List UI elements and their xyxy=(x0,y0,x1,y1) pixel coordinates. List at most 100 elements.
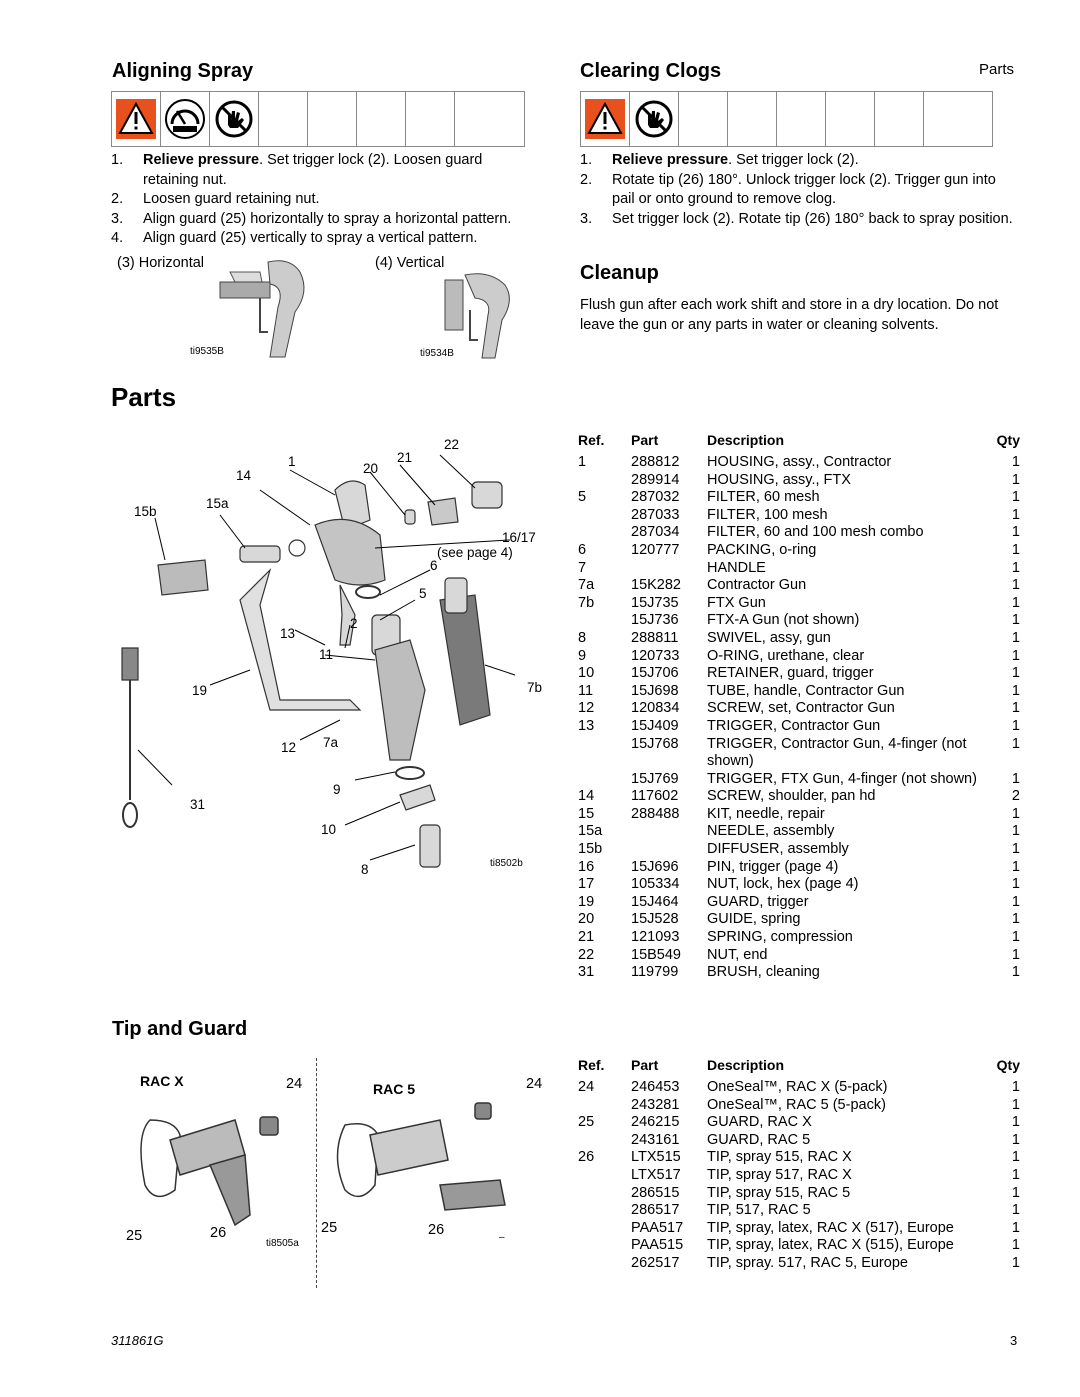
part-cell: 15J464 xyxy=(631,893,679,910)
callout-10: 10 xyxy=(321,822,337,837)
description-cell: KIT, needle, repair xyxy=(707,805,825,822)
ref-cell: 11 xyxy=(578,682,594,699)
qty-cell: 1 xyxy=(1011,471,1020,488)
cleanup-title: Cleanup xyxy=(580,262,659,284)
part-cell: 286517 xyxy=(631,1202,680,1219)
qty-cell: 1 xyxy=(1011,1166,1020,1183)
step-item: 1.Relieve pressure. Set trigger lock (2)… xyxy=(580,152,859,168)
warning-cell xyxy=(826,92,875,146)
callout-x24: 24 xyxy=(286,1076,303,1092)
ref-cell: 24 xyxy=(578,1079,595,1095)
clearing-steps: 1.Relieve pressure. Set trigger lock (2)… xyxy=(580,151,1020,229)
description-cell: GUIDE, spring xyxy=(707,911,801,928)
fig-vertical-label: (4) Vertical xyxy=(375,255,445,271)
no-hand-icon xyxy=(210,92,259,146)
description-cell: HOUSING, assy., Contractor xyxy=(707,454,892,470)
qty-cell: 1 xyxy=(1011,1114,1020,1131)
footer-page-number: 3 xyxy=(1010,1333,1018,1348)
description-cell: TRIGGER, FTX Gun, 4-finger (not shown) xyxy=(707,770,977,787)
qty-cell: 1 xyxy=(1011,700,1020,717)
part-cell: 120733 xyxy=(631,647,680,664)
qty-cell: 1 xyxy=(1011,665,1020,682)
cleanup-text: Flush gun after each work shift and stor… xyxy=(580,297,999,333)
ref-cell xyxy=(578,1255,631,1273)
divider xyxy=(316,1058,317,1288)
figure-dash: – xyxy=(499,1232,505,1243)
rac-5-label: RAC 5 xyxy=(373,1081,416,1097)
pressure-gauge-icon xyxy=(161,92,210,146)
table-row: 287034 FILTER, 60 and 100 mesh combo 1 xyxy=(578,524,1020,542)
callout-16-17: 16/17 xyxy=(502,530,536,545)
description-cell: GUARD, trigger xyxy=(707,893,809,910)
ref-cell: 7 xyxy=(578,559,587,576)
callout-15a: 15a xyxy=(206,496,229,511)
callout-x26: 26 xyxy=(210,1225,227,1241)
qty-cell: 1 xyxy=(1011,524,1020,541)
rac-x-label: RAC X xyxy=(140,1073,184,1089)
warning-cell xyxy=(924,92,973,146)
qty-cell: 1 xyxy=(1011,717,1020,734)
ref-cell: 1 xyxy=(578,454,587,470)
step-item: 1.Relieve pressure. Set trigger lock (2)… xyxy=(111,152,483,188)
warning-cell xyxy=(308,92,357,146)
qty-cell: 1 xyxy=(1011,1219,1020,1236)
part-cell: LTX515 xyxy=(631,1149,681,1166)
step-item: 2.Loosen guard retaining nut. xyxy=(111,191,320,207)
part-cell: 287034 xyxy=(631,524,680,541)
ref-cell: 21 xyxy=(578,929,595,946)
description-cell: RETAINER, guard, trigger xyxy=(707,665,874,682)
qty-cell: 1 xyxy=(1011,805,1020,822)
fig-vertical-id: ti9534B xyxy=(420,348,454,359)
description-cell: TIP, spray, latex, RAC X (515), Europe xyxy=(707,1237,954,1254)
qty-cell: 1 xyxy=(1011,858,1020,875)
ref-cell xyxy=(578,1237,631,1255)
ref-cell xyxy=(578,1185,631,1203)
callout-15b: 15b xyxy=(134,504,157,519)
part-cell: 15J736 xyxy=(631,612,679,629)
qty-cell: 1 xyxy=(1011,1184,1020,1201)
part-cell: 287033 xyxy=(631,506,680,523)
part-cell xyxy=(631,823,707,841)
description-cell: NEEDLE, assembly xyxy=(707,823,835,840)
warning-cell xyxy=(259,92,308,146)
parts-figure-id: ti8502b xyxy=(490,858,523,869)
ref-cell: 5 xyxy=(578,489,587,506)
description-cell: Contractor Gun xyxy=(707,577,807,594)
description-cell: FILTER, 60 and 100 mesh combo xyxy=(707,524,924,541)
ref-cell: 8 xyxy=(578,629,587,646)
description-cell: HOUSING, assy., FTX xyxy=(707,471,851,488)
description-cell: OneSeal™, RAC X (5-pack) xyxy=(707,1079,888,1095)
qty-cell: 1 xyxy=(1011,454,1020,470)
qty-cell: 1 xyxy=(1011,1254,1020,1271)
ref-cell xyxy=(578,1132,631,1150)
part-cell: 121093 xyxy=(631,929,680,946)
qty-cell: 1 xyxy=(1011,735,1020,752)
description-cell: SPRING, compression xyxy=(707,929,853,946)
callout-12: 12 xyxy=(281,740,297,755)
qty-cell: 1 xyxy=(1011,594,1020,611)
aligning-steps: 1.Relieve pressure. Set trigger lock (2)… xyxy=(111,151,541,249)
qty-cell: 1 xyxy=(1011,682,1020,699)
description-cell: TIP, spray 515, RAC 5 xyxy=(707,1184,851,1201)
ref-cell xyxy=(578,736,631,771)
callout-20: 20 xyxy=(363,461,379,476)
callout-1: 1 xyxy=(288,454,296,469)
ref-cell: 16 xyxy=(578,858,595,875)
ref-cell: 25 xyxy=(578,1114,595,1131)
